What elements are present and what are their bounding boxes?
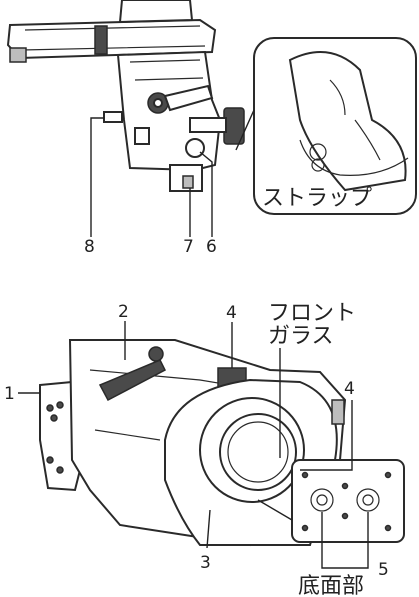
- perspective-view-illustration: [18, 321, 405, 569]
- callout-2: 2: [118, 302, 129, 322]
- callout-3: 3: [200, 553, 211, 573]
- strap-label: ストラップ: [262, 186, 372, 211]
- strap-inset: [235, 37, 417, 215]
- callout-6: 6: [206, 237, 217, 257]
- callout-8: 8: [84, 237, 95, 257]
- callout-4-top: 4: [226, 303, 237, 323]
- callout-7: 7: [183, 237, 194, 257]
- callout-5: 5: [378, 560, 389, 580]
- bottom-face-label: 底面部: [298, 574, 364, 597]
- callout-4-side: 4: [344, 379, 355, 399]
- front-glass-label-line2: ガラス: [268, 324, 334, 349]
- front-glass-label-line1: フロント: [268, 301, 356, 326]
- side-view-illustration: [6, 0, 245, 237]
- callout-1: 1: [4, 384, 15, 404]
